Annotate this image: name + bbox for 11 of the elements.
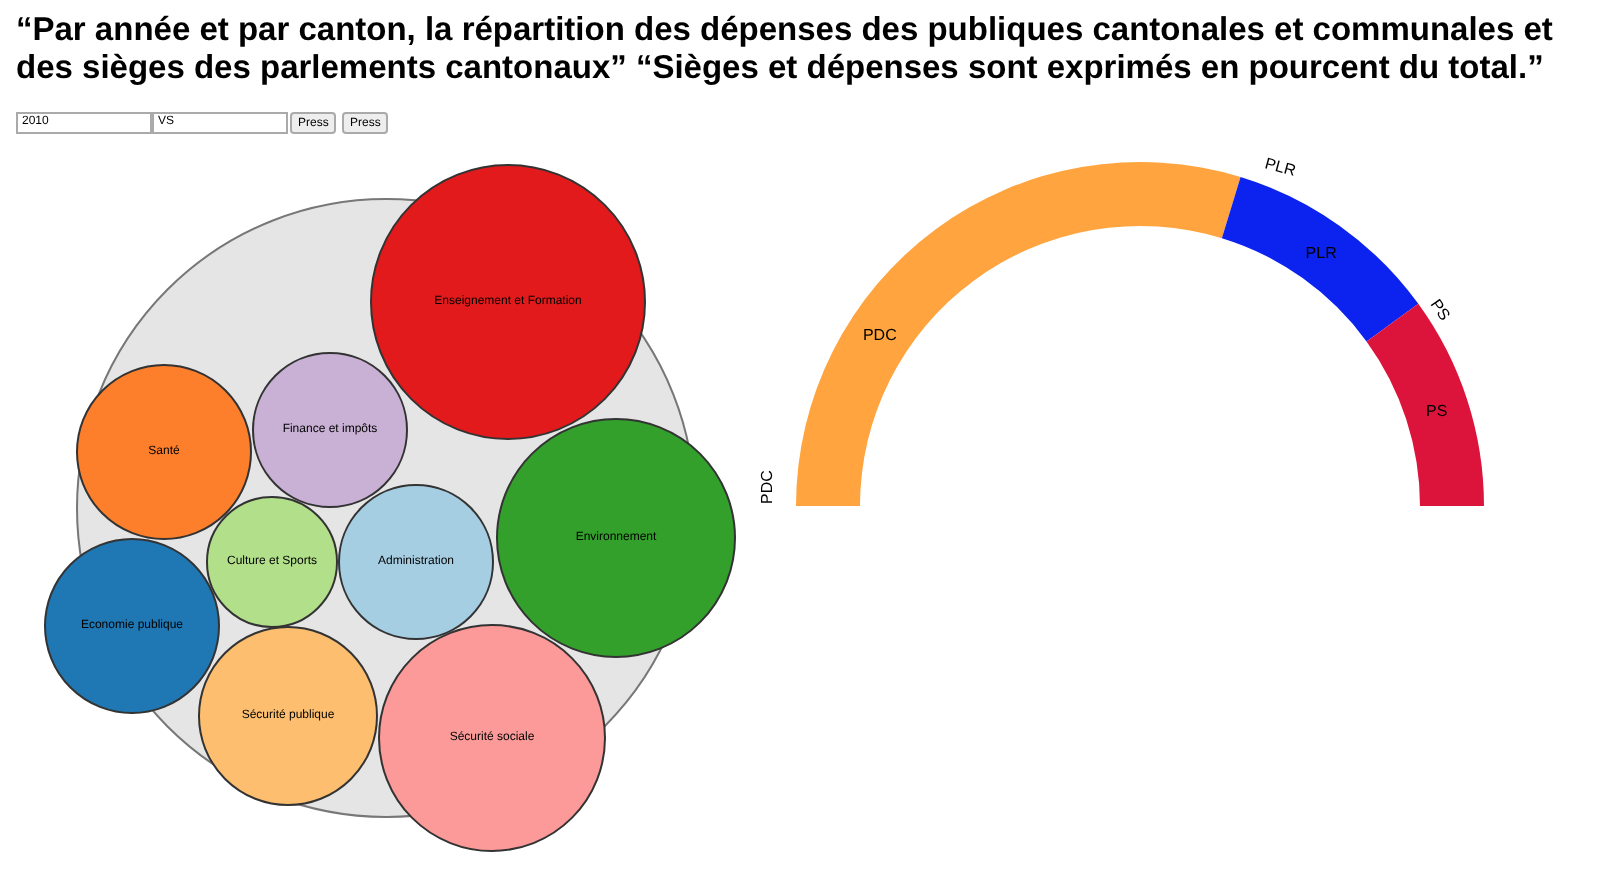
arc-outer-label: PDC (758, 470, 776, 504)
bubble (252, 352, 408, 508)
bubble (76, 364, 252, 540)
segment-label: PS (1426, 401, 1448, 420)
arc-outer-label: PLR (1262, 154, 1298, 180)
segment-label: PLR (1305, 244, 1337, 262)
bubble (198, 626, 378, 806)
bubble (206, 496, 338, 628)
arc-outer-label: PS (1426, 295, 1454, 324)
page-title: “Par année et par canton, la répartition des dépenses des publiques cantonales et communales et des sièges des parlements cantonaux” “Sièges et dépenses sont exprimés en pourcent du total.” (16, 12, 1555, 88)
segment-label: PDC (862, 325, 897, 344)
